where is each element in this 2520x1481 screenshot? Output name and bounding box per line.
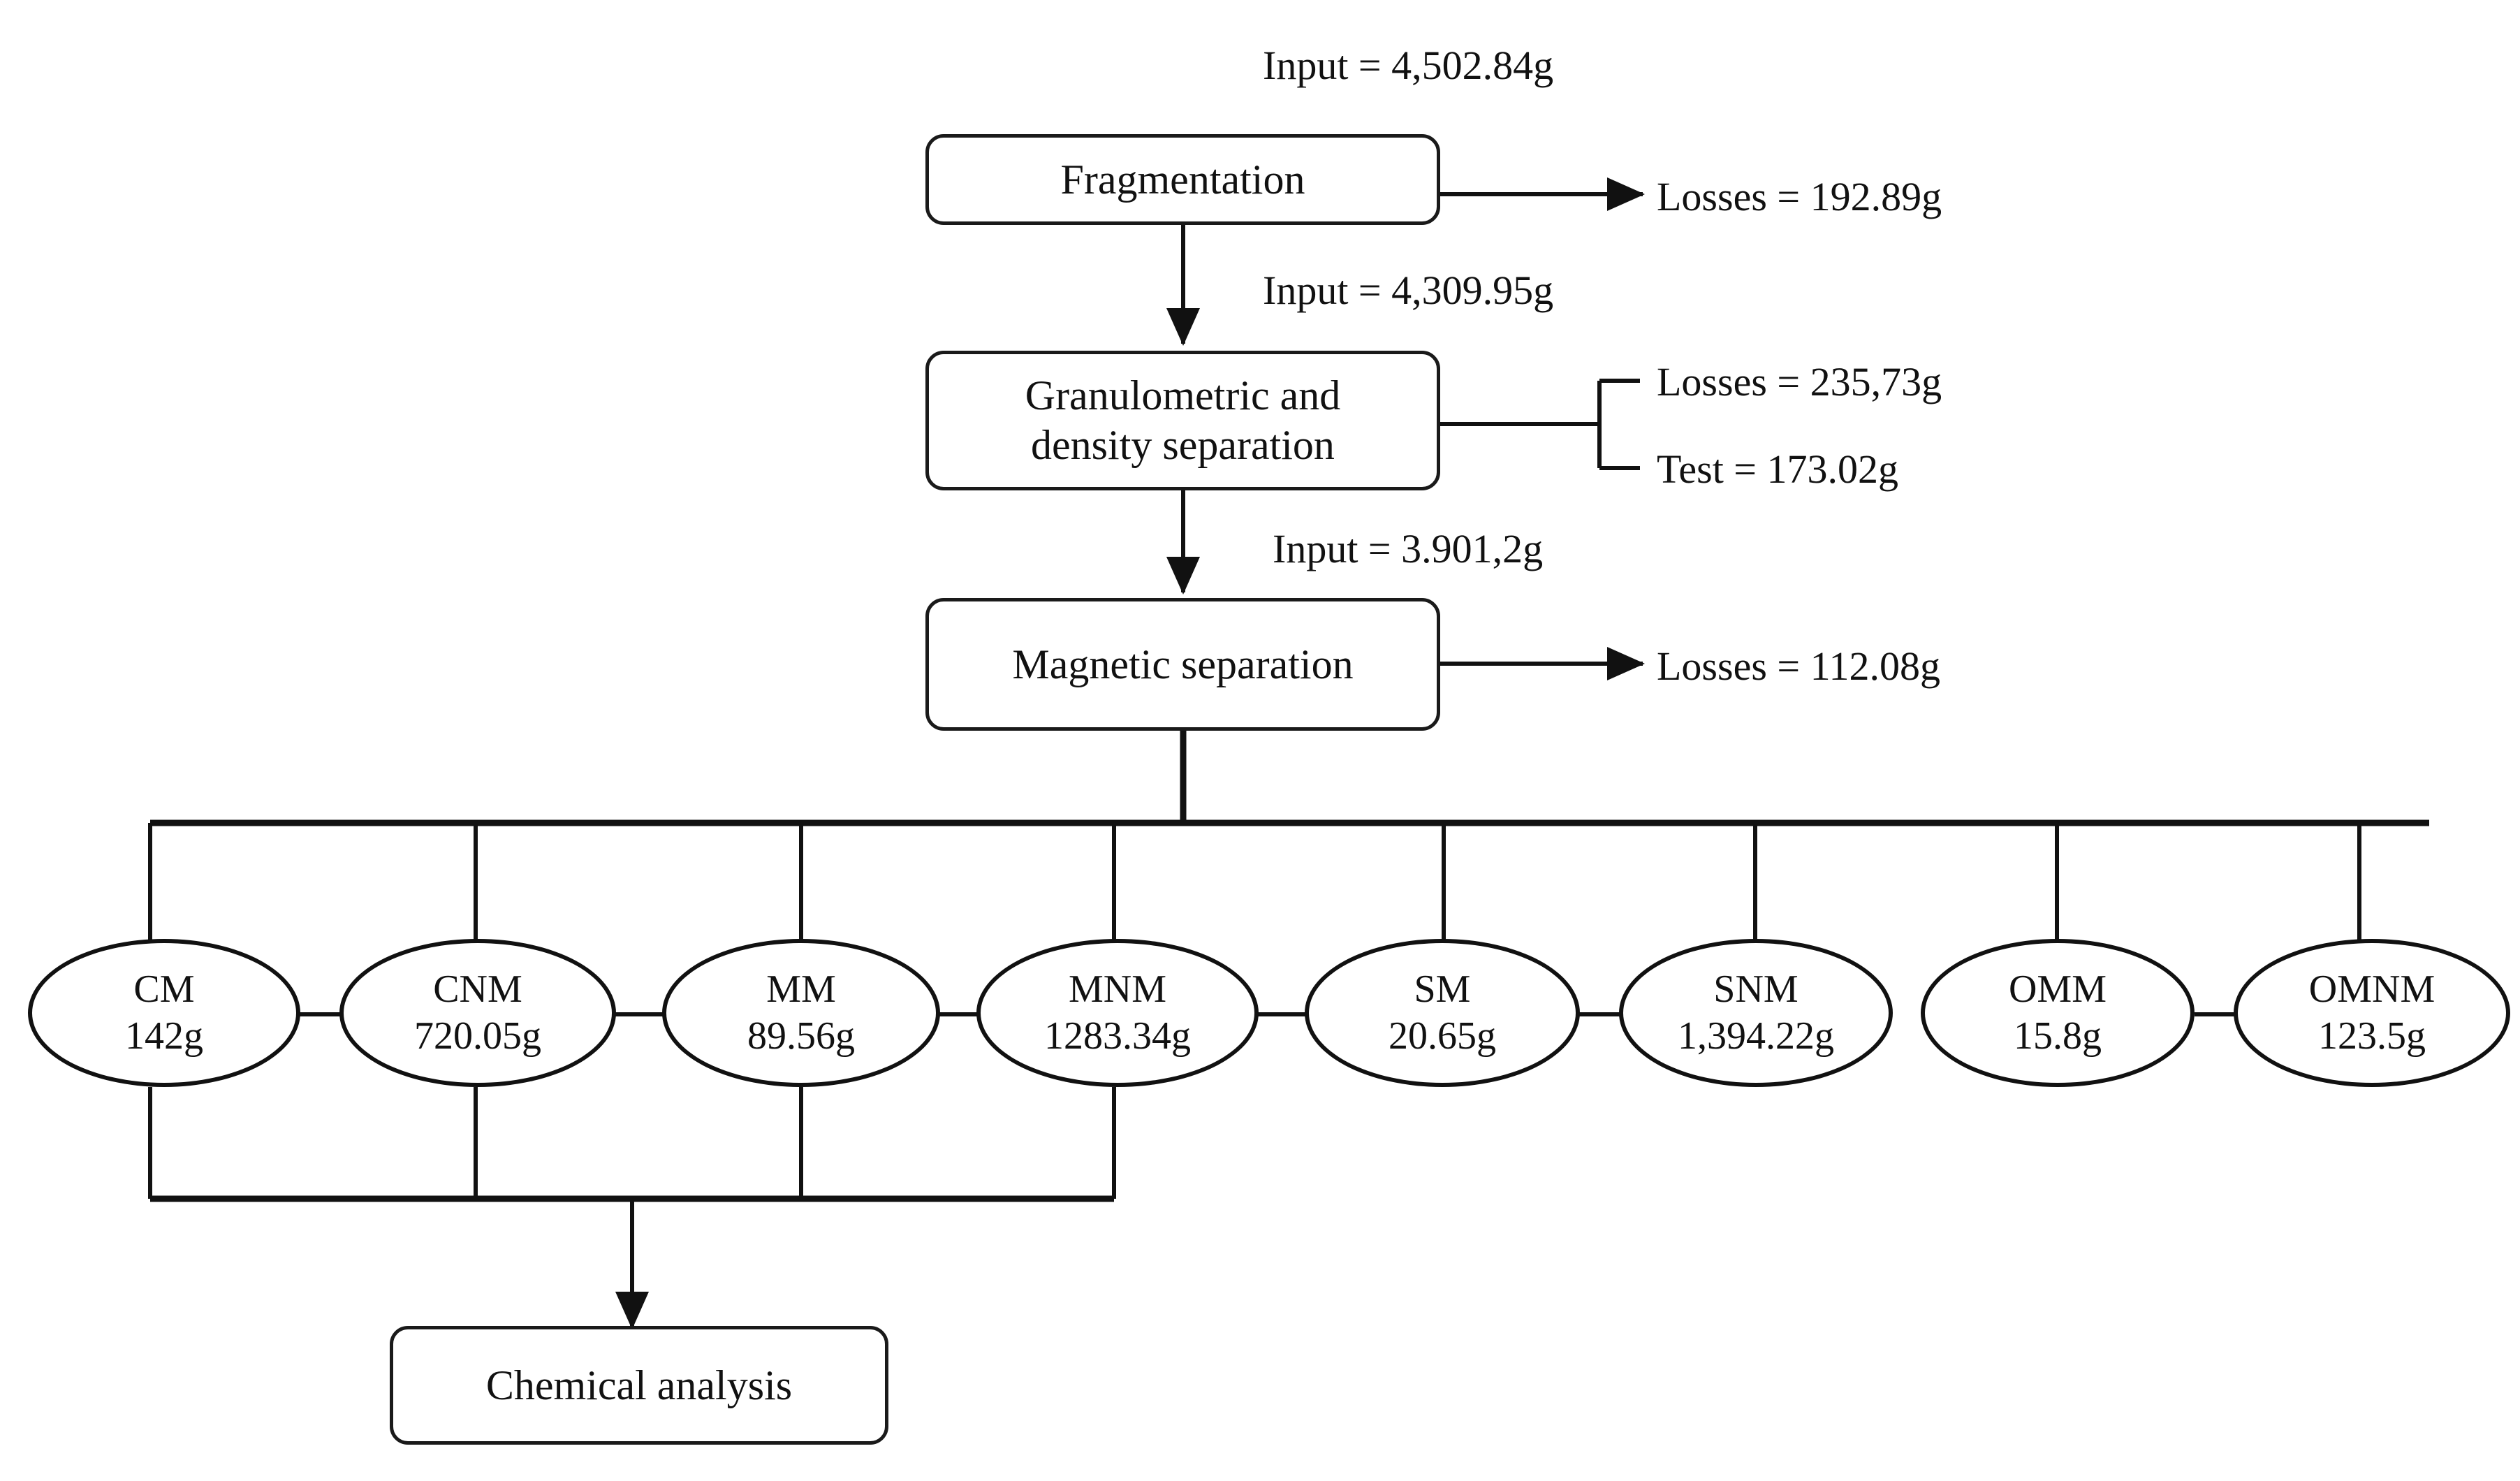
process-box-fragmentation[interactable]: Fragmentation	[925, 134, 1440, 225]
fraction-node-mm-code: MM	[766, 967, 836, 1011]
fraction-node-omnm-code: OMNM	[2308, 967, 2435, 1011]
fraction-node-snm[interactable]: SNM 1,394.22g	[1619, 939, 1893, 1087]
process-box-granulometric-label: Granulometric and density separation	[1025, 372, 1341, 468]
label-losses-magnetic: Losses = 112.08g	[1657, 643, 1940, 689]
label-losses-granulometric: Losses = 235,73g	[1657, 359, 1942, 404]
process-box-magnetic[interactable]: Magnetic separation	[925, 598, 1440, 731]
fraction-node-omnm-mass: 123.5g	[2318, 1014, 2426, 1058]
fraction-node-omm-code: OMM	[2008, 967, 2107, 1011]
fraction-node-mm-mass: 89.56g	[747, 1014, 855, 1058]
fraction-node-sm-code: SM	[1414, 967, 1471, 1011]
fraction-node-mnm-code: MNM	[1068, 967, 1167, 1011]
fraction-node-omm-mass: 15.8g	[2014, 1014, 2102, 1058]
fraction-node-mnm[interactable]: MNM 1283.34g	[976, 939, 1259, 1087]
label-losses-fragmentation: Losses = 192.89g	[1657, 174, 1942, 219]
fraction-node-sm[interactable]: SM 20.65g	[1305, 939, 1580, 1087]
label-input-2: Input = 4,309.95g	[1263, 268, 1554, 313]
process-box-chemical-analysis[interactable]: Chemical analysis	[390, 1326, 888, 1445]
label-input-1: Input = 4,502.84g	[1263, 43, 1554, 88]
fraction-node-snm-mass: 1,394.22g	[1678, 1014, 1834, 1058]
fraction-node-cm-code: CM	[133, 967, 195, 1011]
label-input-3: Input = 3.901,2g	[1273, 526, 1544, 571]
fraction-node-cm[interactable]: CM 142g	[28, 939, 300, 1087]
fraction-node-cnm-mass: 720.05g	[414, 1014, 541, 1058]
fraction-node-sm-mass: 20.65g	[1389, 1014, 1496, 1058]
fraction-node-snm-code: SNM	[1713, 967, 1799, 1011]
fraction-node-cm-mass: 142g	[125, 1014, 203, 1058]
process-box-granulometric[interactable]: Granulometric and density separation	[925, 351, 1440, 490]
label-test-granulometric: Test = 173.02g	[1657, 446, 1899, 492]
fraction-node-omnm[interactable]: OMNM 123.5g	[2234, 939, 2510, 1087]
fraction-node-mnm-mass: 1283.34g	[1044, 1014, 1191, 1058]
fraction-node-cnm-code: CNM	[433, 967, 522, 1011]
process-box-chemical-analysis-label: Chemical analysis	[485, 1362, 793, 1408]
fraction-node-omm[interactable]: OMM 15.8g	[1921, 939, 2195, 1087]
process-box-fragmentation-label: Fragmentation	[1060, 156, 1305, 203]
fraction-node-cnm[interactable]: CNM 720.05g	[339, 939, 616, 1087]
fraction-node-mm[interactable]: MM 89.56g	[662, 939, 940, 1087]
process-box-magnetic-label: Magnetic separation	[1012, 641, 1354, 687]
